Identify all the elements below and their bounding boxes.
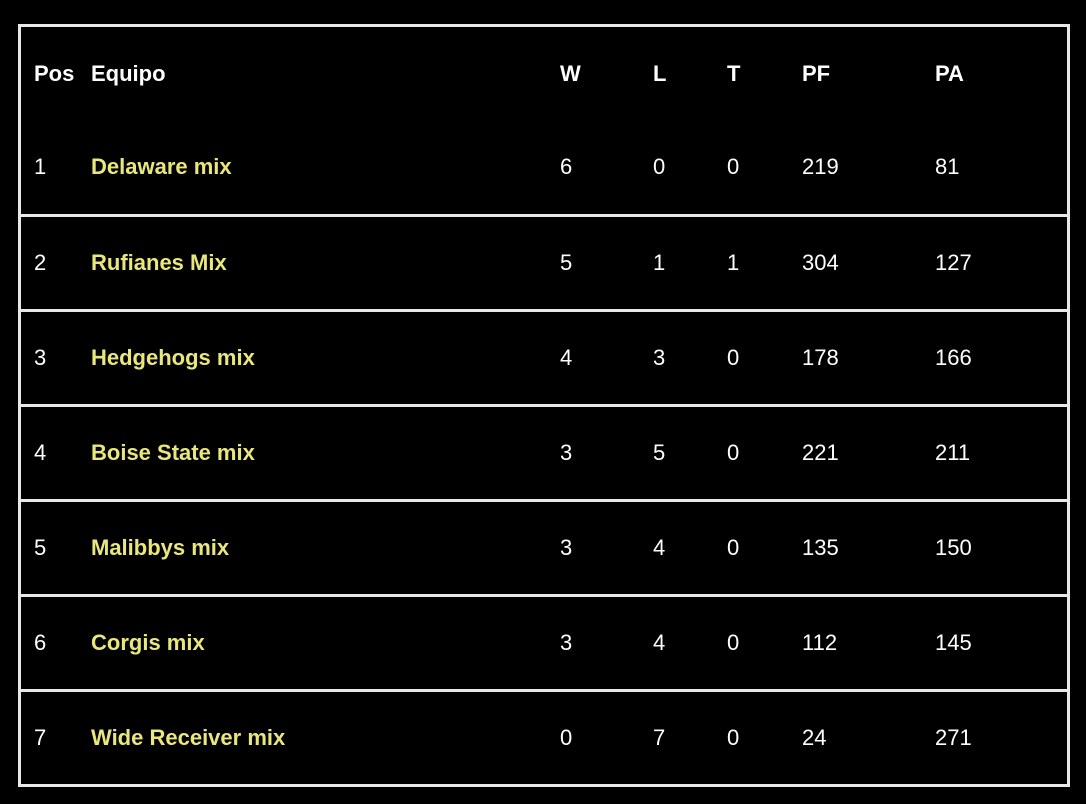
table-row: 5 Malibbys mix 3 4 0 135 150 <box>19 501 1069 596</box>
points-against-cell: 127 <box>935 250 972 275</box>
wins-cell: 0 <box>560 725 573 750</box>
wins-cell: 3 <box>560 535 573 560</box>
points-against-cell: 271 <box>935 725 972 750</box>
points-for-cell: 221 <box>802 440 839 465</box>
table-row: 2 Rufianes Mix 5 1 1 304 127 <box>19 216 1069 311</box>
header-points-for: PF <box>802 60 831 86</box>
header-row: Pos Equipo W L T PF PA <box>20 26 1069 121</box>
team-name: Malibbys mix <box>91 535 230 560</box>
position-cell: 6 <box>34 630 47 655</box>
points-against-cell: 211 <box>935 440 971 465</box>
position-cell: 4 <box>34 440 47 465</box>
ties-cell: 1 <box>727 250 740 275</box>
points-against-cell: 166 <box>935 345 972 370</box>
ties-cell: 0 <box>727 535 740 560</box>
header-ties: T <box>727 60 741 86</box>
team-name: Corgis mix <box>91 630 205 655</box>
points-against-cell: 81 <box>935 154 960 180</box>
header-points-against: PA <box>935 60 964 86</box>
team-name: Rufianes Mix <box>91 250 227 275</box>
ties-cell: 0 <box>727 440 740 465</box>
wins-cell: 3 <box>560 440 573 465</box>
points-for-cell: 24 <box>802 725 827 750</box>
ties-cell: 0 <box>727 630 740 655</box>
wins-cell: 3 <box>560 630 573 655</box>
header-losses: L <box>653 60 667 86</box>
losses-cell: 7 <box>653 725 666 750</box>
losses-cell: 4 <box>653 535 666 560</box>
position-cell: 7 <box>34 725 47 750</box>
wins-cell: 6 <box>560 154 573 180</box>
team-name: Wide Receiver mix <box>91 725 286 750</box>
losses-cell: 3 <box>653 345 666 370</box>
table-row: 6 Corgis mix 3 4 0 112 145 <box>19 596 1069 691</box>
header-pos: Pos <box>34 60 75 86</box>
team-name: Delaware mix <box>91 154 232 180</box>
table-row: 7 Wide Receiver mix 0 7 0 24 271 <box>20 691 1069 786</box>
points-for-cell: 219 <box>802 154 839 180</box>
points-for-cell: 304 <box>802 250 839 275</box>
points-against-cell: 150 <box>935 535 972 560</box>
table-row: 3 Hedgehogs mix 4 3 0 178 166 <box>19 311 1069 406</box>
table-row: 1 Delaware mix 6 0 0 219 81 <box>19 121 1069 216</box>
losses-cell: 0 <box>653 154 666 180</box>
losses-cell: 5 <box>653 440 666 465</box>
points-against-cell: 145 <box>935 630 972 655</box>
losses-cell: 1 <box>653 250 666 275</box>
team-name: Boise State mix <box>91 440 255 465</box>
wins-cell: 4 <box>560 345 573 370</box>
ties-cell: 0 <box>727 725 740 750</box>
position-cell: 5 <box>34 535 47 560</box>
table-row: 4 Boise State mix 3 5 0 221 211 <box>19 406 1069 501</box>
ties-cell: 0 <box>727 154 740 180</box>
ties-cell: 0 <box>727 345 740 370</box>
losses-cell: 4 <box>653 630 666 655</box>
position-cell: 3 <box>34 345 47 370</box>
points-for-cell: 135 <box>802 535 839 560</box>
header-team: Equipo <box>91 60 166 86</box>
points-for-cell: 112 <box>802 630 838 655</box>
position-cell: 1 <box>34 154 47 180</box>
standings-table: Pos Equipo W L T PF PA 1 Delaware mix 6 0 0 2… <box>18 24 1070 787</box>
position-cell: 2 <box>34 250 47 275</box>
points-for-cell: 178 <box>802 345 839 370</box>
wins-cell: 5 <box>560 250 573 275</box>
header-wins: W <box>560 60 581 86</box>
team-name: Hedgehogs mix <box>91 345 255 370</box>
